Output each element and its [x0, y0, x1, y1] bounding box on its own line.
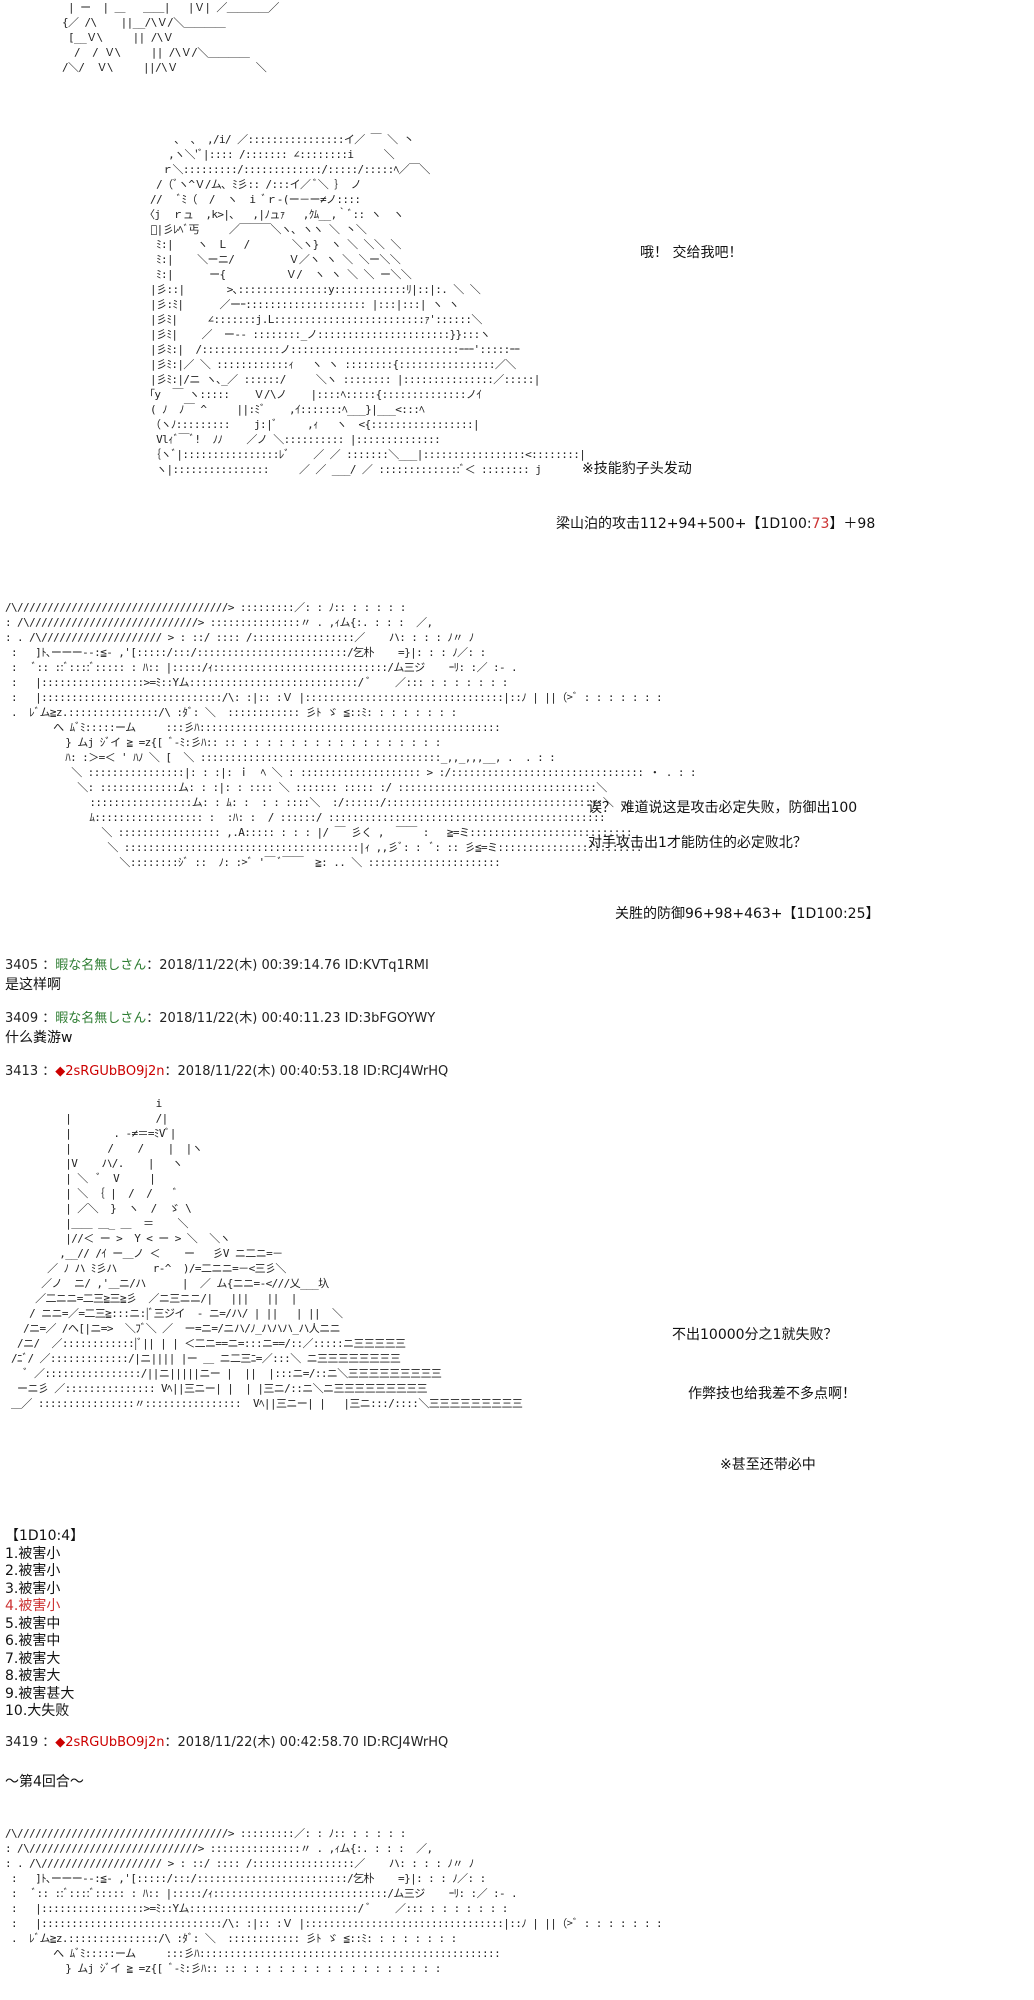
ascii-art-guan-sheng-repeat: /\///////////////////////////////////> :… [5, 1827, 663, 1975]
note-fail: 不出10000分之1就失败？ [672, 1327, 838, 1343]
post-number: 3413 [5, 1064, 39, 1079]
attack-prefix: 梁山泊的攻击112+94+500+【1D100: [556, 516, 812, 532]
roll-list-item: 5.被害中 [5, 1615, 61, 1632]
post-sep: ： [38, 1011, 56, 1026]
post-datetime: ：2018/11/22(木) 00:40:11.23 ID:3bFGOYWY [146, 1011, 436, 1026]
post-number: 3405 [5, 958, 39, 973]
note-question-1: 诶？ 难道说这是攻击必定失败，防御出100 [588, 800, 858, 816]
roll-list-item: 9.被害甚大 [5, 1685, 75, 1702]
post-name[interactable]: 暇な名無しさん [55, 958, 147, 973]
post-datetime: ：2018/11/22(木) 00:39:14.76 ID:KVTq1RMI [146, 958, 429, 973]
roll-list-item: 3.被害小 [5, 1580, 61, 1597]
note-question-2: 对手攻击出1才能防住的必定败北？ [588, 835, 807, 851]
roll-list-item: 7.被害大 [5, 1650, 61, 1667]
ascii-art-lin-chong: 、 、 ,/i/ ／::::::::::::::::イ／ ￣ ＼ 丶 ,ヽ＼'ﾞ… [144, 133, 586, 476]
note-skill: ※技能豹子头发动 [582, 461, 692, 477]
post-number: 3409 [5, 1011, 39, 1026]
post-body-3419: ～第4回合～ [5, 1774, 84, 1790]
post-sep: ： [38, 1735, 56, 1750]
roll-list-item-selected: 4.被害小 [5, 1598, 61, 1614]
post-header-3409: 3409 ：暇な名無しさん：2018/11/22(木) 00:40:11.23 … [5, 1011, 435, 1027]
roll-list-item: 2.被害小 [5, 1563, 61, 1579]
note-cheat: 作弊技也给我差不多点啊！ [688, 1386, 856, 1402]
attack-roll: 73 [811, 516, 830, 532]
note-hand-over: 哦！ 交给我吧！ [640, 245, 743, 261]
attack-suffix: 】＋98 [829, 516, 876, 532]
ascii-art-top: | ー | ＿ ＿＿| |Ｖ| ／＿＿＿＿／ {／ /\ ||__/\Ｖ/＼＿＿… [62, 1, 279, 74]
note-attack: 梁山泊的攻击112+94+500+【1D100:73】＋98 [556, 515, 875, 533]
post-body-3405: 是这样啊 [5, 977, 61, 993]
post-name[interactable]: 暇な名無しさん [55, 1011, 147, 1026]
roll-list-item: 1.被害小 [5, 1545, 61, 1562]
roll-list: 【1D10:4】 1.被害小 2.被害小 3.被害小 4.被害小 5.被害中 6… [5, 1528, 84, 1721]
post-header-3405: 3405 ：暇な名無しさん：2018/11/22(木) 00:39:14.76 … [5, 958, 429, 974]
roll-list-header: 【1D10:4】 [5, 1528, 85, 1544]
ascii-art-armor-figure: i | /| | . -≠＝=ﾐVﾞ| | / / | |ヽ |V ハ/. | … [11, 1097, 523, 1410]
trip-diamond[interactable]: ◆2sRGUbBO9j2n [55, 1735, 165, 1750]
post-body-3409: 什么粪游w [5, 1030, 73, 1046]
post-sep: ： [38, 1064, 56, 1079]
note-defense: 关胜的防御96+98+463+【1D100:25】 [615, 906, 880, 922]
note-must-hit: ※甚至还带必中 [720, 1457, 816, 1473]
post-header-3413: 3413 ：◆2sRGUbBO9j2n：2018/11/22(木) 00:40:… [5, 1064, 448, 1080]
post-number: 3419 [5, 1735, 39, 1750]
post-datetime: ：2018/11/22(木) 00:40:53.18 ID:RCJ4WrHQ [164, 1064, 449, 1079]
post-datetime: ：2018/11/22(木) 00:42:58.70 ID:RCJ4WrHQ [164, 1735, 449, 1750]
trip-diamond[interactable]: ◆2sRGUbBO9j2n [55, 1064, 165, 1079]
ascii-art-guan-sheng: /\///////////////////////////////////> :… [5, 601, 697, 869]
post-sep: ： [38, 958, 56, 973]
roll-list-item: 6.被害中 [5, 1633, 61, 1649]
roll-list-item: 10.大失败 [5, 1703, 70, 1719]
roll-list-item: 8.被害大 [5, 1668, 61, 1684]
post-header-3419: 3419 ：◆2sRGUbBO9j2n：2018/11/22(木) 00:42:… [5, 1735, 448, 1751]
